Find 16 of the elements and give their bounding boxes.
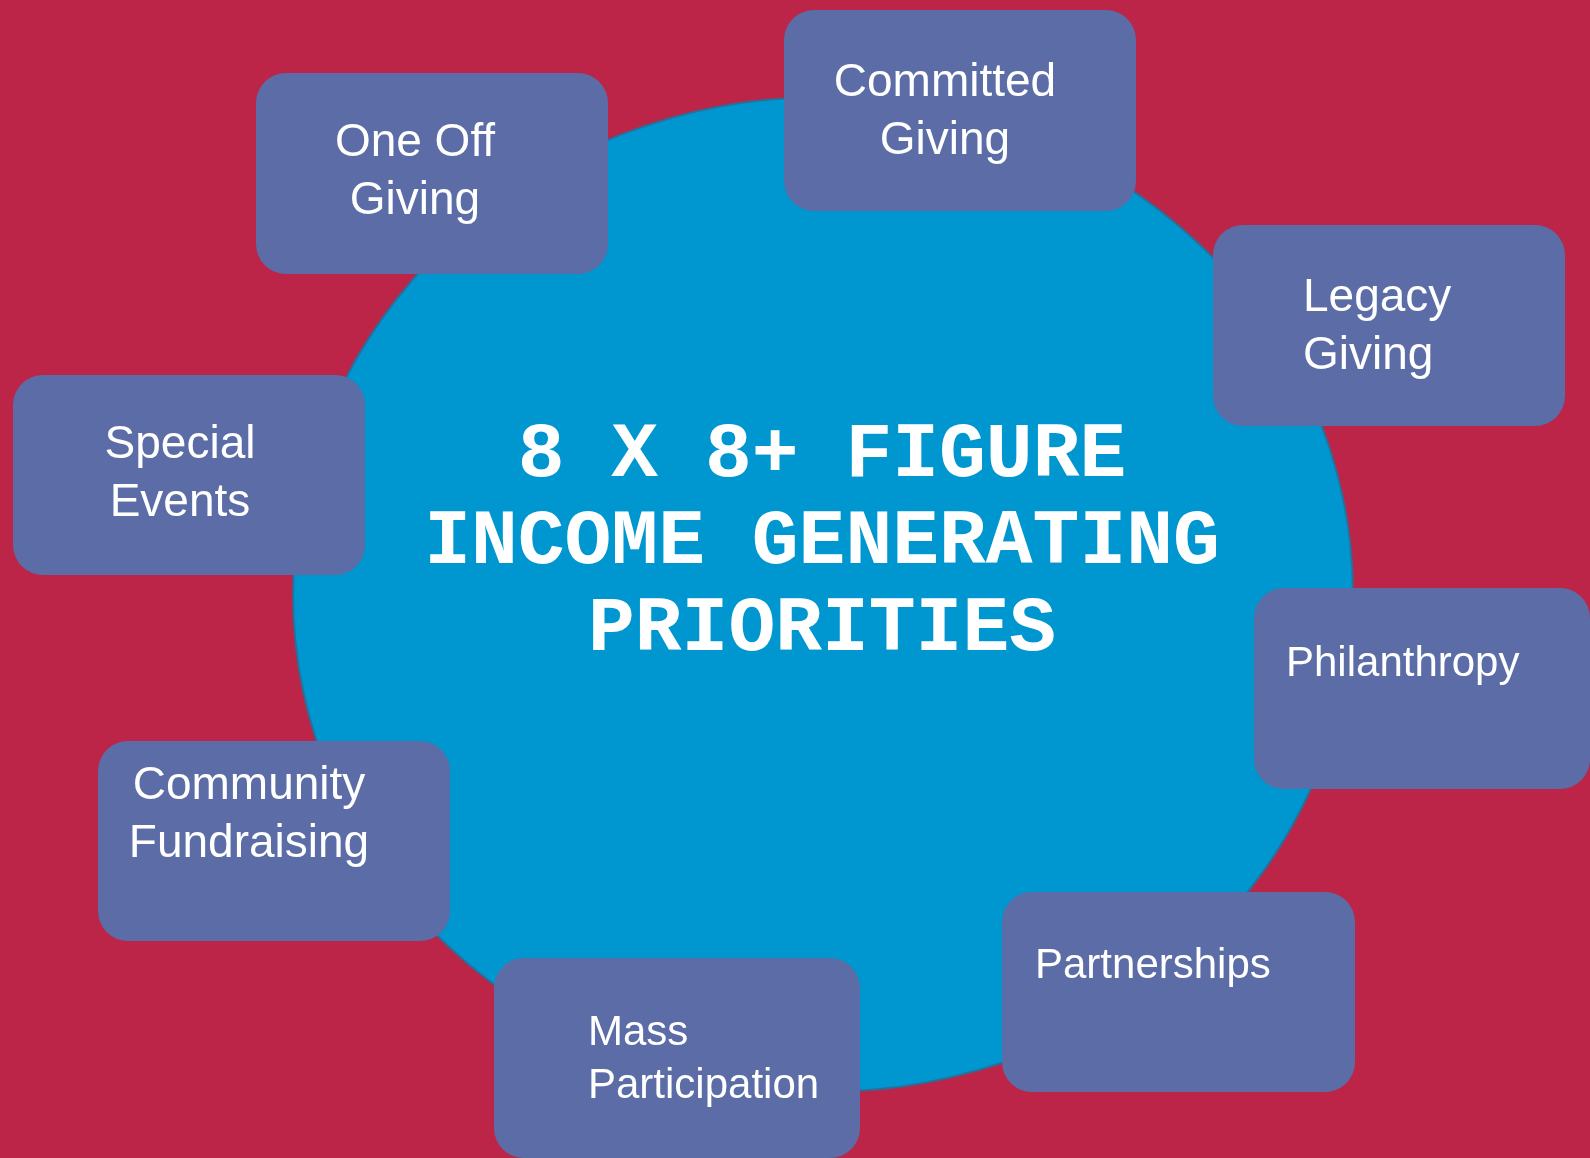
category-box bbox=[1254, 588, 1590, 789]
category-box bbox=[494, 958, 860, 1158]
category-label: Partnerships bbox=[1035, 939, 1272, 989]
center-title: 8 X 8+ FIGURE INCOME GENERATING PRIORITIES bbox=[423, 412, 1221, 673]
category-box bbox=[1213, 225, 1565, 426]
category-label: One Off Giving bbox=[333, 113, 497, 226]
category-box bbox=[98, 741, 450, 941]
category-label: Philanthropy bbox=[1286, 637, 1521, 687]
category-label: Special Events bbox=[103, 415, 257, 528]
category-label: Mass Participation bbox=[588, 1006, 821, 1109]
category-box bbox=[784, 10, 1136, 211]
category-box bbox=[13, 375, 365, 575]
category-box bbox=[256, 73, 608, 274]
category-label: Legacy Giving bbox=[1303, 268, 1453, 381]
category-label: Committed Giving bbox=[832, 53, 1058, 166]
category-label: Community Fundraising bbox=[127, 756, 371, 869]
